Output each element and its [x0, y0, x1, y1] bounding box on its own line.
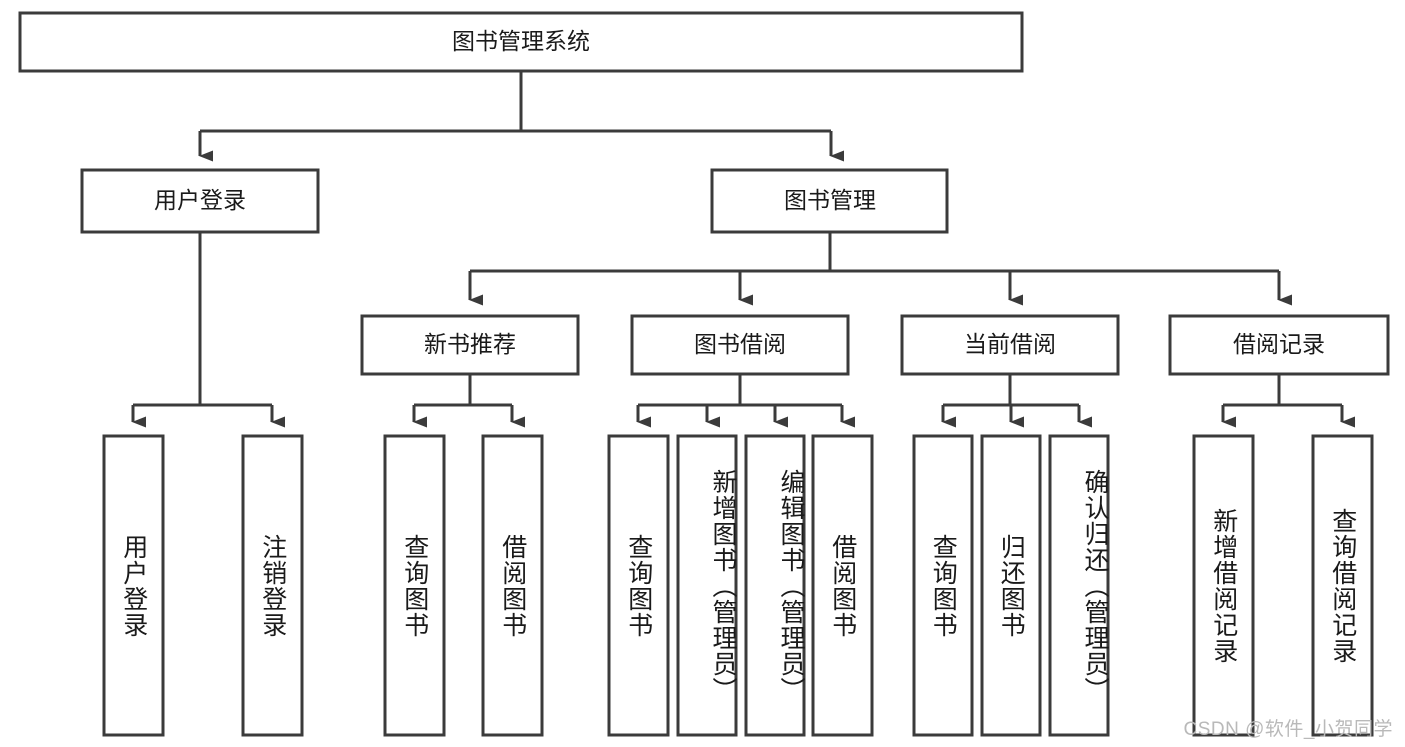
leaf-box-query-book-borrow[interactable]	[607, 434, 670, 737]
node-new-book-rec-box	[360, 314, 580, 376]
node-current-borrow-label: 当前借阅	[964, 331, 1056, 357]
node-new-book-rec-label: 新书推荐	[424, 331, 516, 357]
node-user-login-label: 用户登录	[154, 187, 246, 213]
node-book-manage-label: 图书管理	[784, 187, 876, 213]
watermark-text: CSDN @软件_小贺同学	[1183, 719, 1393, 740]
node-borrow-record[interactable]: 借阅记录	[1168, 314, 1390, 376]
node-current-borrow-box	[900, 314, 1120, 376]
node-root-label: 图书管理系统	[452, 28, 590, 54]
connector-book-manage-to-level3	[468, 232, 1292, 306]
node-current-borrow[interactable]: 当前借阅	[900, 314, 1120, 376]
leaf-box-confirm-return[interactable]	[1048, 434, 1110, 737]
node-new-book-rec[interactable]: 新书推荐	[360, 314, 580, 376]
node-root[interactable]: 图书管理系统	[18, 11, 1024, 73]
leaf-boxes	[102, 434, 1374, 737]
leaf-box-return-book[interactable]	[980, 434, 1042, 737]
connector-book-borrow-to-leaves	[636, 374, 855, 428]
leaf-box-query-book-current[interactable]	[912, 434, 974, 737]
connector-borrow-record-to-leaves	[1221, 374, 1355, 428]
leaf-box-borrow-book-rec[interactable]	[481, 434, 544, 737]
connector-new-book-rec-to-leaves	[412, 374, 525, 428]
node-user-login-box	[80, 168, 320, 234]
leaf-box-add-book[interactable]	[676, 434, 738, 737]
connector-user-login-to-leaves	[131, 232, 285, 428]
node-borrow-record-label: 借阅记录	[1233, 331, 1325, 357]
node-user-login[interactable]: 用户登录	[80, 168, 320, 234]
leaf-box-user-logout[interactable]	[241, 434, 304, 737]
leaf-box-query-book-rec[interactable]	[383, 434, 446, 737]
leaf-box-borrow-book[interactable]	[811, 434, 874, 737]
leaf-box-user-login[interactable]	[102, 434, 165, 737]
connector-current-borrow-to-leaves	[941, 374, 1092, 428]
leaf-box-edit-book[interactable]	[744, 434, 806, 737]
leaf-box-query-record[interactable]	[1311, 434, 1374, 737]
node-book-borrow-label: 图书借阅	[694, 331, 786, 357]
node-root-box	[18, 11, 1024, 73]
node-book-borrow[interactable]: 图书借阅	[630, 314, 850, 376]
node-book-manage[interactable]: 图书管理	[710, 168, 949, 234]
leaf-box-add-record[interactable]	[1192, 434, 1255, 737]
connector-root-to-level2	[198, 71, 844, 162]
